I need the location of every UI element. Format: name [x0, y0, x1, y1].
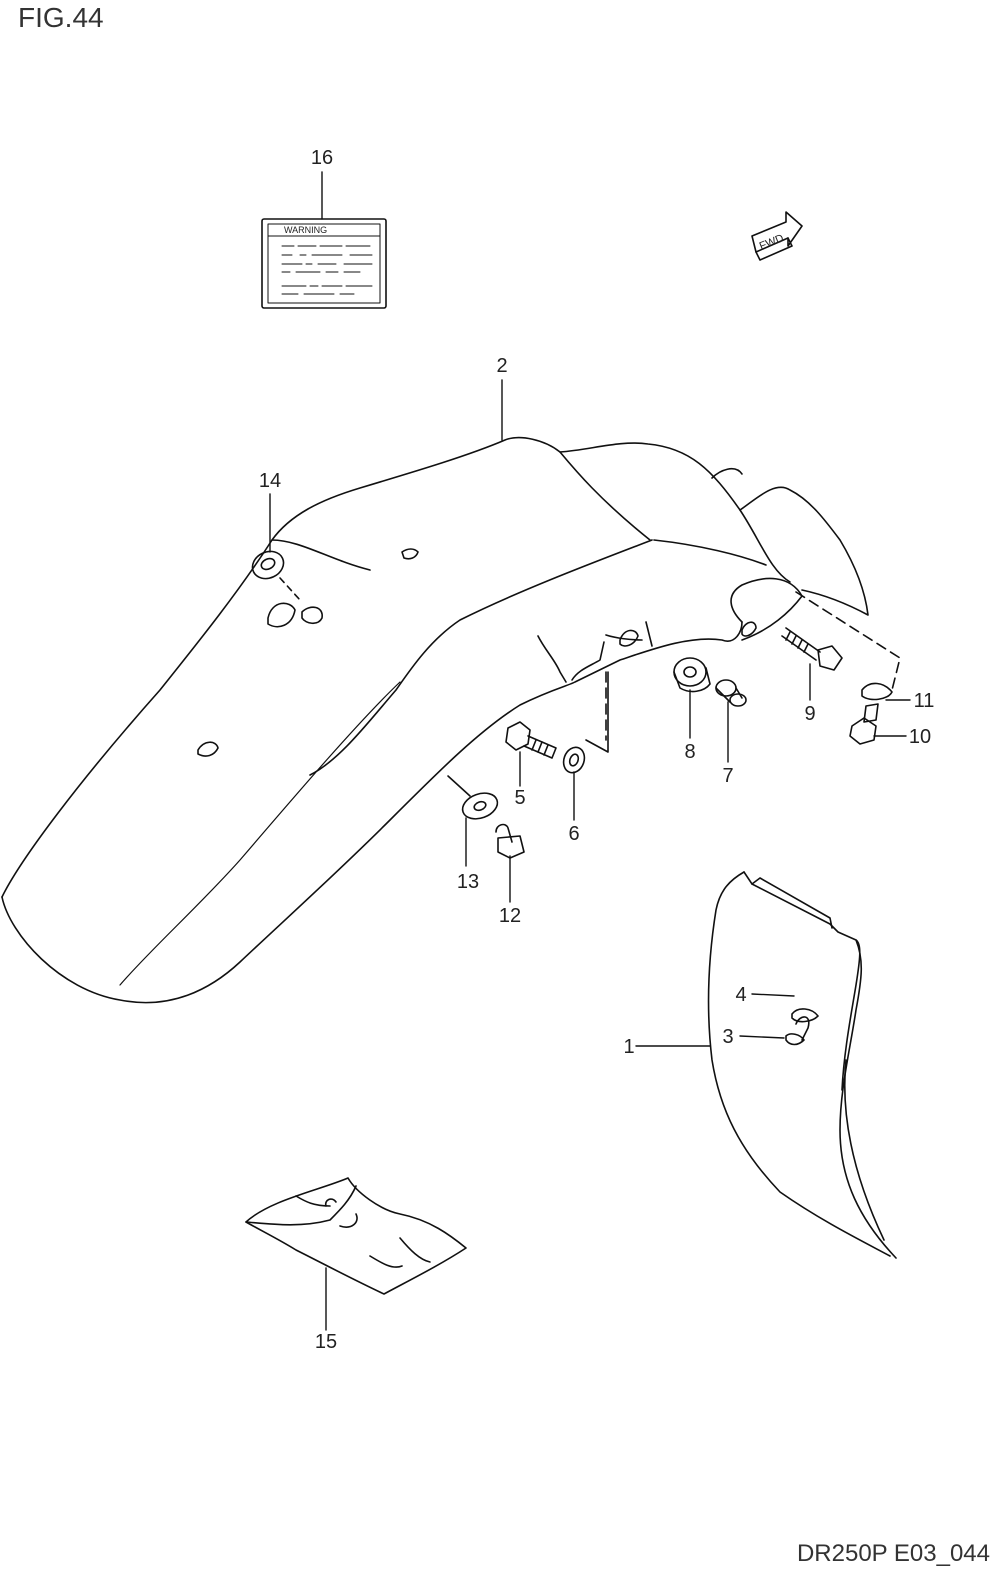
bolt-5-part [505, 721, 557, 759]
callout-5: 5 [514, 787, 525, 809]
bolt-9-part [781, 627, 843, 671]
callout-12: 12 [499, 905, 521, 927]
rear-fender-part [1, 436, 869, 1004]
washer-6-part [562, 746, 586, 774]
figure-title: FIG.44 [18, 2, 104, 33]
nut-12-part [495, 823, 525, 859]
warning-label-part [261, 218, 387, 309]
callout-14: 14 [259, 470, 281, 492]
callout-3: 3 [722, 1026, 733, 1048]
callout-7: 7 [722, 765, 733, 787]
callout-4: 4 [735, 984, 746, 1006]
callout-8: 8 [684, 741, 695, 763]
washer-13-part [447, 775, 499, 820]
callout-13: 13 [457, 871, 479, 893]
nut-11-part [795, 591, 901, 701]
callout-9: 9 [804, 703, 815, 725]
callout-10: 10 [909, 726, 931, 748]
callout-15: 15 [315, 1331, 337, 1353]
callout-2: 2 [496, 355, 507, 377]
fwd-arrow-icon [751, 211, 803, 261]
mud-flap-part [707, 871, 897, 1259]
callout-11: 11 [914, 690, 935, 712]
callout-16: 16 [311, 147, 333, 169]
tool-bag-part [245, 1177, 467, 1295]
fwd-label: FWD [758, 232, 786, 253]
grommet-14-part [251, 550, 301, 601]
leader-lines [269, 171, 911, 1331]
collar-7-part [715, 679, 747, 707]
warning-label-heading: WARNING [284, 225, 327, 235]
callout-6: 6 [568, 823, 579, 845]
drawing-code: DR250P E03_044 [796, 1540, 990, 1567]
bolt-10-part [849, 703, 879, 745]
cushion-8-part [673, 657, 711, 693]
callout-1: 1 [623, 1036, 634, 1058]
